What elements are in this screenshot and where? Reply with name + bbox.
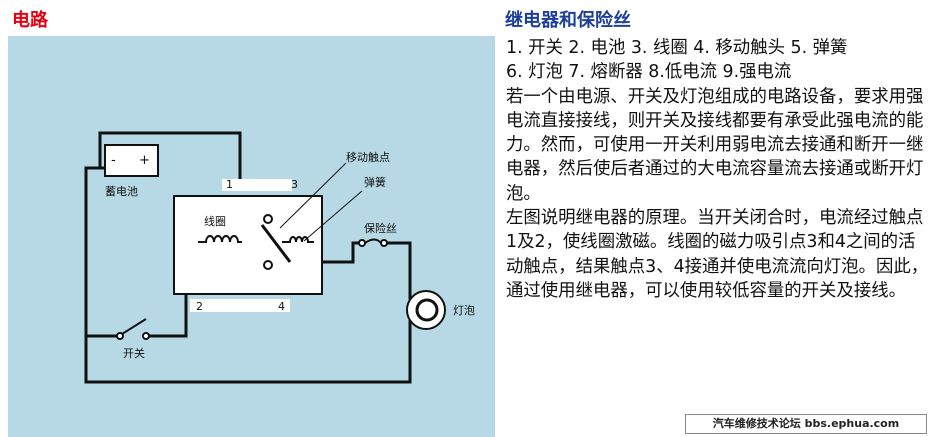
legend-line-2: 6. 灯泡 7. 熔断器 8.低电流 9.强电流 bbox=[506, 62, 792, 83]
circuit-title: 电路 bbox=[12, 10, 48, 31]
lower-contact-point bbox=[263, 260, 273, 270]
fuse-terminal-right bbox=[380, 239, 388, 247]
moving-contact-label: 移动触点 bbox=[346, 150, 390, 164]
coil-icon bbox=[198, 235, 242, 243]
fuse-label: 保险丝 bbox=[364, 221, 397, 235]
spring-leader bbox=[303, 190, 363, 242]
circuit-diagram-panel: - + 蓄电池 线圈 1 3 2 4 移动触点 弹簧 保险丝 灯泡 bbox=[8, 36, 495, 437]
fuse-to-lamp-wire bbox=[384, 241, 412, 300]
relay-description: 1. 开关 2. 电池 3. 线圈 4. 移动触头 5. 弹簧 6. 灯泡 7.… bbox=[506, 36, 930, 303]
lamp-label: 灯泡 bbox=[453, 303, 475, 317]
spring-icon bbox=[282, 236, 314, 243]
battery-minus-sign: - bbox=[111, 153, 116, 168]
paragraph-1: 若一个由电源、开关及灯泡组成的电路设备，要求用强电流直接接线，则开关及接线都要有… bbox=[506, 86, 924, 204]
contact-strip-upper bbox=[222, 179, 292, 191]
contact-strip-lower bbox=[190, 299, 290, 312]
contact-4-label: 4 bbox=[278, 300, 285, 313]
switch-lever-icon bbox=[121, 318, 147, 335]
battery-label: 蓄电池 bbox=[105, 185, 138, 198]
circuit-diagram: - + 蓄电池 线圈 1 3 2 4 移动触点 弹簧 保险丝 灯泡 bbox=[84, 131, 475, 384]
moving-contact-leader bbox=[279, 162, 347, 229]
switch-label: 开关 bbox=[123, 346, 145, 360]
forum-watermark: 汽车维修技术论坛 bbs.ephua.com bbox=[685, 414, 927, 434]
switch-terminal-right bbox=[142, 332, 150, 340]
switch-terminal-left bbox=[116, 332, 124, 340]
coil-label: 线圈 bbox=[204, 214, 226, 228]
upper-contact-point bbox=[263, 214, 273, 224]
contact-1-label: 1 bbox=[226, 178, 233, 191]
contact-3-label: 3 bbox=[291, 178, 298, 191]
paragraph-2: 左图说明继电器的原理。当开关闭合时，电流经过触点1及2，使线圈激磁。线圈的磁力吸… bbox=[506, 208, 929, 301]
main-wire-loop bbox=[98, 131, 242, 182]
contact-2-label: 2 bbox=[196, 300, 203, 313]
spring-label: 弹簧 bbox=[364, 175, 386, 189]
coil-feed-wire bbox=[146, 289, 188, 338]
battery-box bbox=[104, 144, 159, 177]
lamp-icon bbox=[415, 298, 439, 322]
fuse-terminal-left bbox=[358, 239, 366, 247]
relay-fuse-title: 继电器和保险丝 bbox=[505, 10, 631, 31]
left-rail-wire bbox=[84, 166, 412, 384]
battery-plus-sign: + bbox=[139, 153, 150, 168]
relay-box bbox=[173, 195, 323, 295]
legend-line-1: 1. 开关 2. 电池 3. 线圈 4. 移动触头 5. 弹簧 bbox=[506, 38, 848, 58]
moving-contact-arm bbox=[260, 224, 292, 263]
fuse-icon bbox=[364, 238, 382, 244]
